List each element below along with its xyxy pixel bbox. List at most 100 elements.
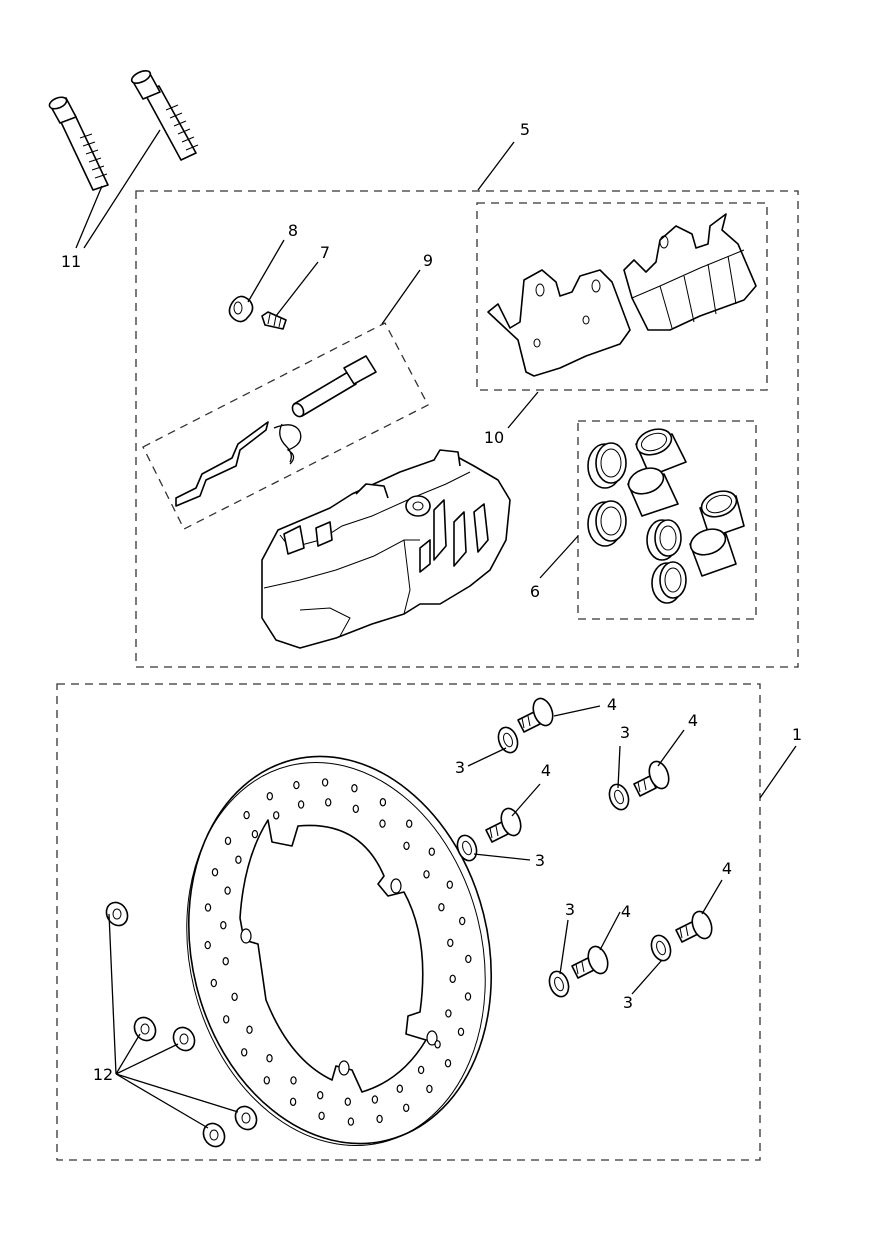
disc-vent-hole [266, 1053, 273, 1063]
disc-vent-hole [210, 978, 217, 988]
piston-seal-kit-box [577, 420, 757, 620]
disc-vent-hole [220, 921, 227, 930]
disc-vent-hole [446, 880, 453, 889]
disc-vent-hole [251, 829, 259, 839]
disc-vent-hole [428, 847, 435, 856]
disc-vent-hole [417, 1065, 425, 1075]
disc-vent-hole [204, 903, 212, 912]
caliper-mounting-bolt [48, 96, 109, 191]
callout-3: 3 [535, 851, 545, 870]
caliper-mounting-bolt [130, 70, 199, 161]
disc-vent-hole [243, 810, 250, 820]
disc-vent-hole [376, 1114, 383, 1124]
callout-3: 3 [455, 758, 465, 777]
disc-vent-hole [321, 778, 329, 787]
disc-vent-hole [325, 798, 332, 807]
callout-4: 4 [722, 859, 732, 878]
callout-4: 4 [688, 711, 698, 730]
brake-disc [186, 755, 493, 1147]
disc-washer [650, 934, 672, 962]
disc-vent-holes [204, 778, 472, 1126]
bleed-nipple [261, 311, 287, 330]
disc-vent-hole [344, 1097, 351, 1106]
callout-5: 5 [520, 120, 530, 139]
disc-vent-hole [266, 792, 273, 801]
brake-caliper [261, 449, 511, 649]
pad-set-box [476, 202, 768, 391]
piston-seal [587, 442, 627, 489]
disc-bolt [633, 760, 670, 797]
callout-7: 7 [320, 243, 330, 262]
disc-vent-hole [318, 1111, 325, 1121]
disc-vent-hole [403, 841, 410, 851]
disc-group-box [56, 683, 761, 1161]
disc-vent-hole [235, 855, 242, 864]
pin-kit-box [142, 322, 429, 530]
disc-vent-hole [293, 780, 300, 790]
caliper-group-box [135, 190, 799, 668]
disc-shim [133, 1016, 157, 1042]
piston-seal [651, 561, 687, 604]
leader-lines [75, 129, 797, 1129]
disc-washer [608, 783, 630, 811]
disc-vent-hole [444, 1058, 452, 1068]
disc-vent-hole [457, 1027, 465, 1037]
disc-vent-hole [211, 868, 219, 877]
pad-retaining-pin [291, 355, 377, 418]
callout-9: 9 [423, 251, 433, 270]
callout-4: 4 [607, 695, 617, 714]
piston [689, 528, 737, 577]
disc-vent-hole [352, 804, 359, 814]
disc-shim [202, 1122, 226, 1148]
disc-shim [172, 1026, 196, 1052]
disc-vent-hole [396, 1084, 403, 1093]
disc-vent-hole [449, 974, 456, 984]
disc-vent-hole [438, 903, 445, 912]
callout-1: 1 [792, 725, 802, 744]
callout-3: 3 [565, 900, 575, 919]
disc-vent-hole [289, 1097, 297, 1107]
disc-bolt [517, 697, 554, 733]
callout-3: 3 [620, 723, 630, 742]
disc-vent-hole [290, 1076, 297, 1085]
disc-vent-hole [317, 1090, 324, 1100]
disc-vent-hole [447, 938, 454, 948]
disc-washer [456, 834, 478, 862]
callout-11: 11 [61, 252, 81, 271]
disc-vent-hole [231, 992, 238, 1002]
callout-6: 6 [530, 582, 540, 601]
r-clip [273, 423, 302, 465]
disc-vent-hole [224, 836, 232, 846]
disc-vent-hole [434, 1040, 441, 1049]
disc-vent-hole [379, 798, 387, 807]
callout-12: 12 [93, 1065, 113, 1084]
disc-bolt [571, 945, 609, 979]
disc-vent-hole [273, 811, 280, 820]
callout-4: 4 [621, 902, 631, 921]
disc-vent-hole [240, 1048, 248, 1057]
disc-vent-hole [426, 1084, 433, 1094]
bleed-cap [228, 295, 254, 323]
callout-4: 4 [541, 761, 551, 780]
brake-pad-rear [487, 269, 631, 377]
piston-seal [587, 500, 627, 547]
piston [635, 428, 687, 477]
disc-vent-hole [347, 1117, 355, 1126]
callout-8: 8 [288, 221, 298, 240]
disc-vent-hole [297, 800, 305, 809]
disc-vent-hole [464, 992, 472, 1001]
disc-bolt [485, 807, 522, 843]
disc-vent-hole [351, 784, 358, 793]
brake-pad-front [623, 213, 757, 331]
disc-washer [548, 970, 570, 998]
disc-vent-hole [246, 1025, 253, 1034]
disc-vent-hole [222, 1015, 230, 1024]
callout-10: 10 [484, 428, 504, 447]
disc-bolt [675, 910, 713, 943]
piston [627, 467, 679, 517]
disc-vent-hole [403, 1103, 410, 1113]
anti-rattle-spring [175, 421, 269, 507]
disc-vent-hole [459, 916, 466, 926]
disc-vent-hole [263, 1076, 270, 1085]
